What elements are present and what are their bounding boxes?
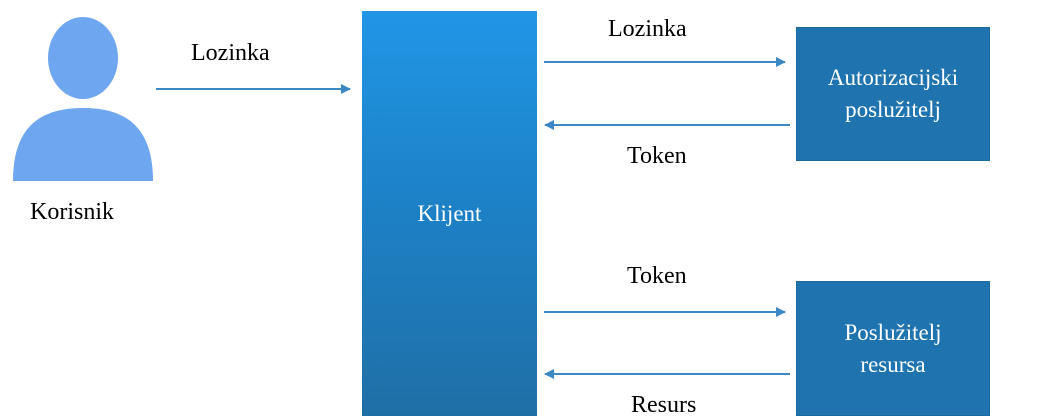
- authorization-server-label: Autorizacijski poslužitelj: [827, 65, 959, 122]
- user-icon: [13, 17, 153, 181]
- edge-label-auth-to-client: Token: [627, 143, 687, 169]
- client-label: Klijent: [417, 200, 482, 226]
- client-box: Klijent: [362, 11, 537, 416]
- resource-server-label: Poslužitelj resursa: [844, 319, 942, 377]
- edge-label-client-to-resource: Token: [627, 263, 687, 289]
- resource-server-box: Poslužitelj resursa: [796, 281, 990, 416]
- authorization-server-box: Autorizacijski poslužitelj: [796, 27, 990, 161]
- edge-label-resource-to-client: Resurs: [631, 392, 697, 418]
- user-label: Korisnik: [30, 199, 114, 225]
- edge-label-client-to-auth: Lozinka: [608, 16, 687, 42]
- edge-label-user-to-client: Lozinka: [191, 40, 270, 66]
